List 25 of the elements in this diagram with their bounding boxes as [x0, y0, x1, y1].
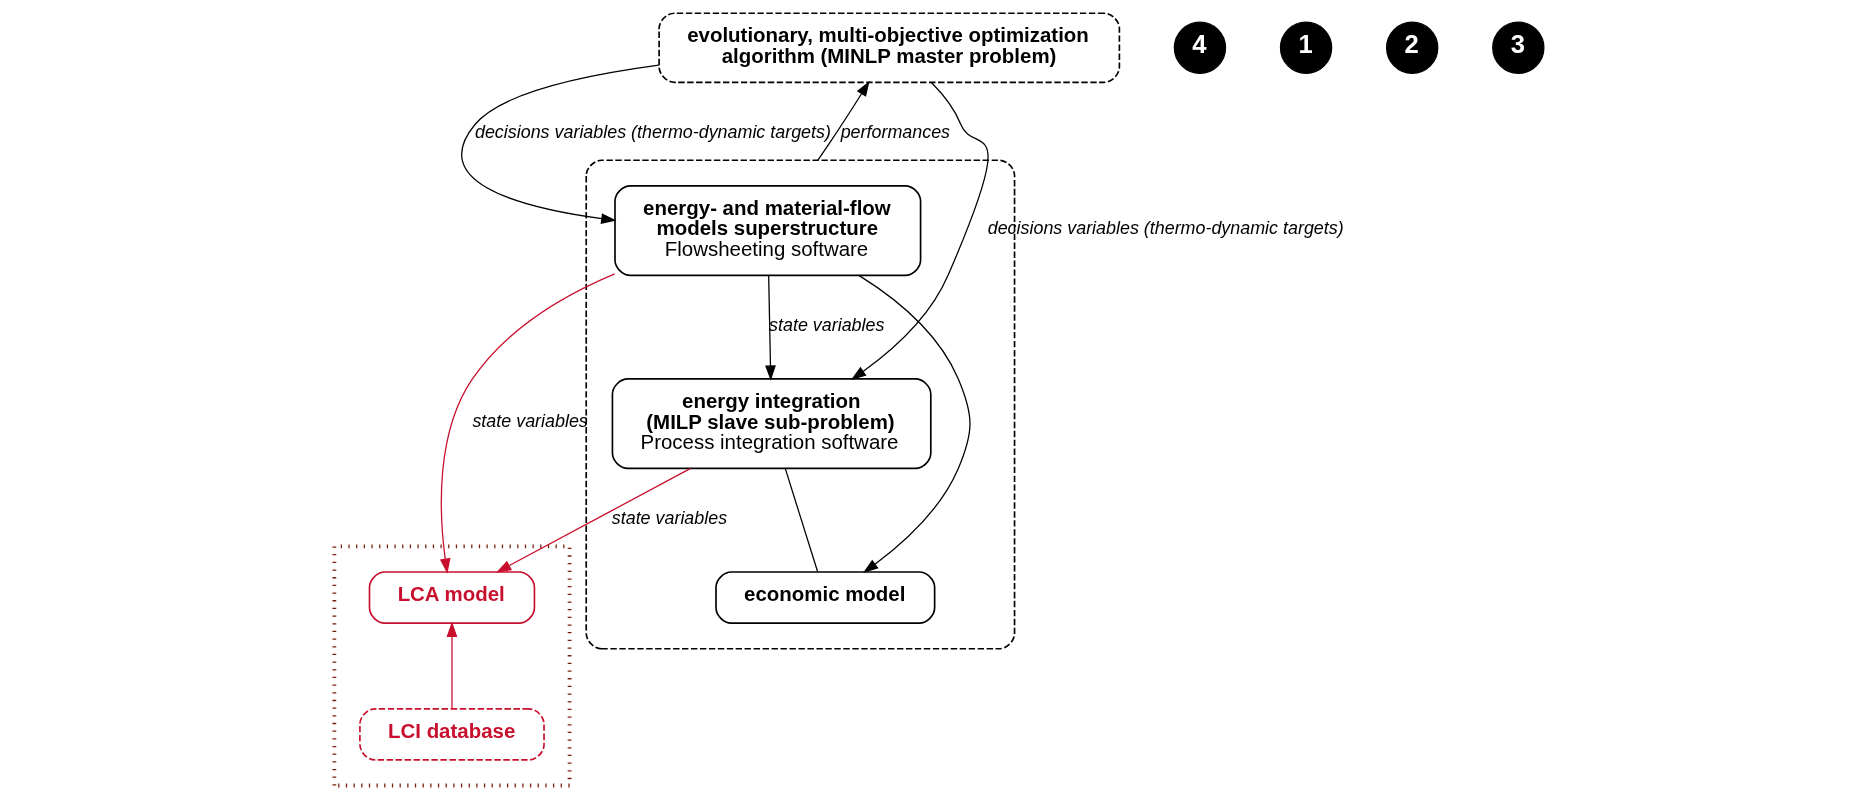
arrow	[439, 273, 616, 574]
arrow	[850, 81, 989, 380]
edge-label: performances	[840, 121, 951, 142]
arrow	[817, 81, 870, 161]
arrow	[765, 274, 776, 381]
node-circle: 2	[1385, 21, 1439, 74]
edge-label: state variables	[611, 507, 728, 528]
arrow	[858, 274, 971, 573]
edge-label: state variables	[472, 411, 588, 432]
node-box: LCA model	[368, 571, 536, 624]
node-circle: 3	[1492, 21, 1545, 74]
arrow	[461, 64, 660, 224]
arrow	[446, 621, 458, 710]
arrow	[496, 468, 691, 573]
edge-label: decisions variables (thermo-dynamic targets)	[474, 121, 831, 142]
node-box: LCI database	[359, 707, 545, 761]
node-circle: 1	[1279, 21, 1333, 74]
node-circle: 4	[1173, 21, 1227, 74]
connector	[784, 468, 819, 573]
node-box: energy- and material-flow models superstructure Flowsheeting software	[614, 185, 922, 277]
edge-label: decisions variables (thermo-dynamic targets)	[987, 218, 1344, 239]
node-box: energy integration (MILP slave sub-problem) Process integration software	[611, 378, 932, 470]
node-box: evolutionary, multi-objective optimization algorithm (MINLP master problem)	[658, 12, 1121, 84]
cluster	[332, 544, 572, 788]
node-box: economic model	[715, 571, 936, 624]
